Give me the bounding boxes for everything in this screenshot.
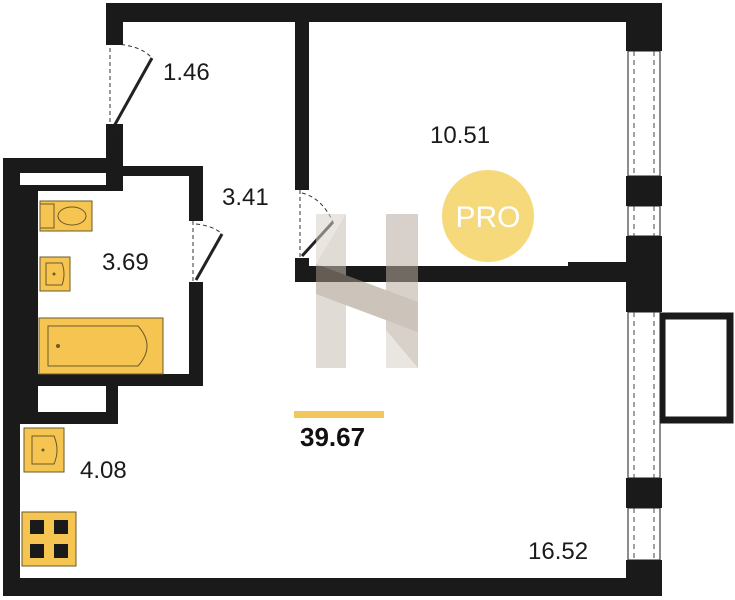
balcony-outline <box>658 312 734 424</box>
area-label-bathroom: 3.69 <box>102 249 149 276</box>
wall-kitchen-left <box>20 386 38 416</box>
wall-right-top <box>626 3 662 51</box>
total-area-underline <box>294 411 384 418</box>
wall-bedroom-left-top <box>295 22 309 190</box>
toilet-icon <box>39 200 93 232</box>
wall-bath-bottom <box>20 374 203 386</box>
window-icon <box>627 311 661 479</box>
wall-right-pier-1 <box>626 176 662 206</box>
wall-bath-right-top <box>189 173 203 221</box>
door-icon <box>192 221 224 282</box>
total-area-label: 39.67 <box>300 422 365 452</box>
wall-bath-inner-left <box>20 191 38 374</box>
wall-bath-right-bottom <box>189 282 203 382</box>
wall-left <box>3 158 20 596</box>
wall-bath-top-3 <box>106 166 203 176</box>
wall-bedroom-bottom-step <box>568 262 629 282</box>
kitchen-fixtures <box>21 427 77 567</box>
wall-left-top <box>3 158 123 173</box>
wall-kitchen-top <box>20 412 118 424</box>
area-label-kitchen: 4.08 <box>80 457 127 484</box>
sink-icon <box>39 256 71 292</box>
stove-icon <box>21 511 77 567</box>
wall-bath-top-2 <box>106 173 123 191</box>
total-area: 39.67 <box>294 411 384 452</box>
area-label-corridor: 3.41 <box>222 184 269 211</box>
windows <box>627 50 661 561</box>
pro-badge: PRO <box>442 170 534 262</box>
area-label-hall-small: 1.46 <box>163 59 210 86</box>
area-label-living: 16.52 <box>528 538 588 565</box>
wall-top <box>106 3 662 22</box>
wall-right-pier-2 <box>626 236 662 312</box>
wall-hall-left-top <box>106 3 123 41</box>
bathroom-fixtures <box>38 200 164 375</box>
walls <box>3 3 734 596</box>
window-icon <box>627 507 661 561</box>
sink-icon <box>23 427 65 473</box>
window-icon <box>627 50 661 177</box>
watermark-logo <box>316 214 418 368</box>
area-label-room: 10.51 <box>430 122 490 149</box>
window-icon <box>627 205 661 237</box>
wall-right-pier-3 <box>626 478 662 508</box>
wall-bottom <box>3 578 662 596</box>
wall-bath-top <box>20 185 123 191</box>
bathtub-icon <box>38 317 164 375</box>
pro-badge-label: PRO <box>455 201 520 234</box>
door-icon <box>106 41 154 129</box>
wall-bedroom-bottom <box>295 266 629 282</box>
